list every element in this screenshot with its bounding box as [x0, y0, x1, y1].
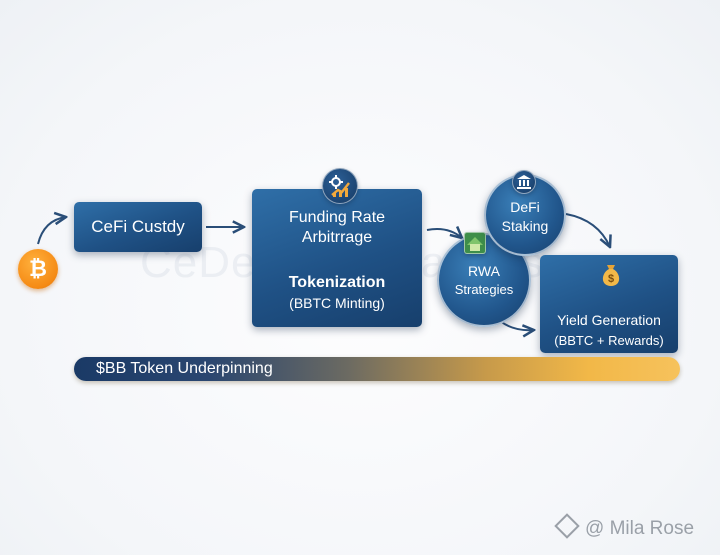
author-credit: @ Mila Rose [554, 513, 695, 540]
money-bag-icon: $ [602, 265, 620, 286]
strategies-label: Strategies [454, 282, 514, 297]
arrow-center-to-strategies [426, 229, 462, 238]
real-estate-icon [464, 232, 486, 254]
arbitrage-label: Arbitrrage [301, 229, 373, 246]
bbtc-minting-label: (BBTC Minting) [289, 295, 385, 311]
gear-chart-icon [322, 168, 358, 204]
staking-label: Staking [501, 218, 549, 234]
token-underpinning-label: $BB Token Underpinning [96, 360, 273, 377]
tokenization-label: Tokenization [288, 274, 386, 291]
defi-label: DeFi [510, 199, 540, 215]
bbtc-rewards-label: (BBTC + Rewards) [554, 333, 664, 348]
arrow-defi-to-yield [565, 213, 610, 247]
bank-icon [512, 170, 536, 194]
bitcoin-coin-icon: ₿ [18, 249, 58, 289]
arrow-coin-to-custody [37, 217, 66, 245]
funding-tokenization-node: Funding Rate Arbitrrage Tokenization (BB… [252, 189, 422, 327]
rwa-label: RWA [468, 263, 500, 279]
funding-rate-label: Funding Rate [288, 209, 386, 226]
yield-generation-label: Yield Generation [557, 312, 661, 328]
token-underpinning-bar: $BB Token Underpinning [74, 357, 680, 381]
svg-text:$: $ [608, 273, 614, 285]
author-credit-text: @ Mila Rose [585, 518, 695, 539]
cefi-custody-node: CeFi Custdy [74, 202, 202, 252]
diamond-logo-icon [554, 513, 580, 539]
